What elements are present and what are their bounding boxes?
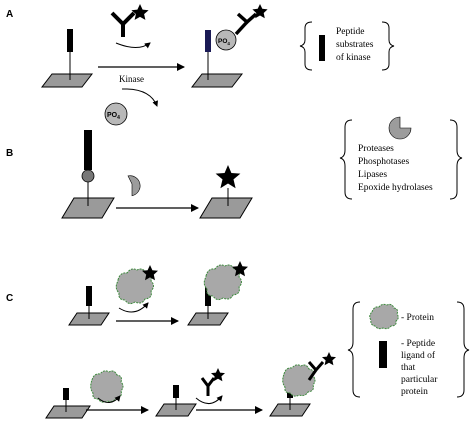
star-icon [131,4,149,20]
legend-b-enzyme-icon [388,116,412,140]
legend-b-text: Proteases Phosphotases Lipases Epoxide h… [358,144,433,193]
legend-b-brace-left [339,119,353,200]
peptide-substrate-b [84,130,92,170]
bound-phosphate-label: PO4 [218,38,230,46]
star-icon [142,265,158,281]
surface-c3 [45,405,91,419]
panel-b: B Proteases Phosphotases Lipases Epoxide… [6,116,463,219]
panel-c-label: C [6,293,13,304]
antibody-bound-c [307,352,336,381]
phosphate-transfer-arrow [121,88,158,107]
protein-blob-c3 [90,370,124,403]
protein-blob-c2 [203,264,242,301]
antibody-bound-a [234,4,268,36]
surface-b-right [199,197,253,219]
antibody-c [200,368,225,396]
peptide-substrate-a-right [205,30,211,52]
peptide-ligand-c3 [63,388,69,400]
panel-a-label: A [6,9,13,20]
protein-release-arrow-c1 [118,302,149,313]
surface-a-right [190,73,244,88]
protein-release-arrow-c3 [97,395,121,403]
legend-b-brace-right [449,119,463,200]
star-icon [252,4,268,19]
peptide-substrate-a-left [67,29,73,52]
star-icon [215,165,241,189]
legend-a-peptide-icon [319,35,325,61]
star-icon [322,352,336,366]
legend-c-peptide-text: - Peptide ligand of that particular prot… [401,339,440,397]
phosphate-label: PO4 [107,112,120,121]
panel-c: C [6,261,470,419]
kinase-label: Kinase [119,74,144,84]
bound-phosphate-circle [215,29,237,51]
cleavage-site-sphere [81,169,95,183]
peptide-ligand-c4 [173,385,179,398]
surface-b-left [61,197,115,219]
kinase-release-arrow [115,42,151,49]
protein-blob-c1 [115,268,154,305]
panel-a: A Kinase PO4 PO4 [6,4,395,126]
legend-c-protein-text: - Protein [401,313,434,323]
enzyme-pacman [127,175,141,197]
surface-a-left [40,73,94,88]
peptide-ligand-c2 [205,285,211,306]
phosphate-circle [104,102,128,126]
legend-c-brace-right [456,301,470,398]
antibody-release-arrow-c [195,395,223,404]
star-icon [232,261,248,277]
peptide-ligand-c1 [86,286,92,306]
legend-c-peptide-icon [379,341,387,368]
legend-a-text: Peptide substrates of kinase [336,27,376,63]
legend-c-protein-icon [369,303,399,330]
panel-b-label: B [6,148,13,159]
legend-c-brace-left [347,301,361,398]
protein-blob-c5 [282,364,316,397]
legend-a-brace-right [381,21,395,71]
legend-a-brace-left [299,21,313,71]
kinase-enzyme [110,4,149,37]
star-icon [211,368,225,382]
